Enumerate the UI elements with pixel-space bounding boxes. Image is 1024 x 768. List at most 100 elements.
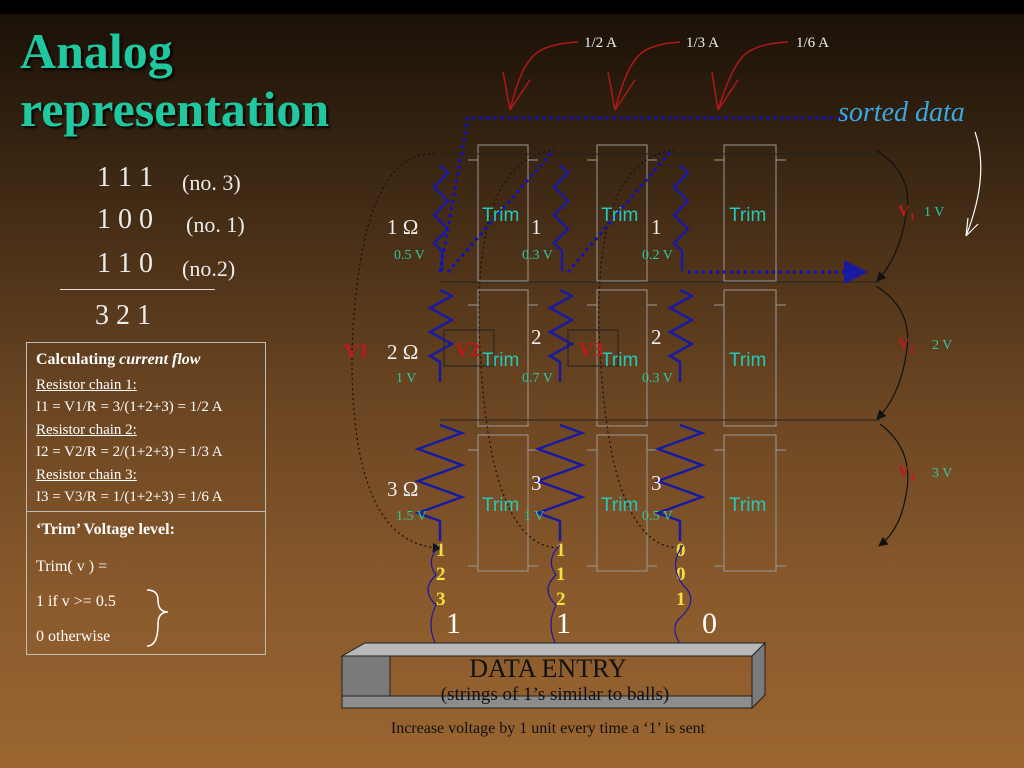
- slide-title: Analog representation: [20, 22, 329, 138]
- resistor-chains: [414, 164, 706, 541]
- chain-1-r3: 3 Ω: [387, 477, 418, 501]
- row-voltage-v2-name: V2: [898, 336, 916, 356]
- trim-label-2-2: Trim: [601, 350, 638, 371]
- ball-1-1: 1: [436, 540, 446, 561]
- resistor-1-3: [414, 423, 466, 541]
- row-brackets: [875, 149, 909, 547]
- row-voltage-v1-name: V1: [898, 203, 915, 223]
- ball-loops: [427, 544, 692, 651]
- bit-1: 1: [446, 607, 461, 640]
- chain-2-r1: 1: [531, 215, 542, 239]
- chain-2-v2: 0.7 V: [522, 371, 553, 386]
- trim-label-3-2: Trim: [729, 350, 766, 371]
- trim-label-3-1: Trim: [729, 205, 766, 226]
- sorted-arrow-top: [438, 116, 860, 273]
- ball-2-2: 1: [556, 564, 566, 585]
- trim-voltage-box: ‘Trim’ Voltage level: Trim( v ) = 1 if v…: [26, 511, 266, 655]
- data-entry-caption: Increase voltage by 1 unit every time a …: [391, 720, 706, 737]
- ball-3-3: 1: [676, 589, 686, 610]
- chain-2-equation: I2 = V2/R = 2/(1+2+3) = 1/3 A: [36, 444, 223, 460]
- current-arrow-1: [509, 41, 579, 111]
- row-voltage-v3-name: V3: [898, 464, 916, 484]
- title-line-2: representation: [20, 81, 330, 137]
- chain-3-v3: 0.5 V: [642, 509, 673, 524]
- binary-row-2-note: (no. 1): [186, 212, 245, 237]
- diagonal-arrow-1: [446, 149, 556, 273]
- chain-1-equation: I1 = V1/R = 3/(1+2+3) = 1/2 A: [36, 399, 223, 415]
- sum-line: [60, 289, 215, 290]
- current-label-2: 1/3 A: [686, 35, 719, 51]
- ball-3-2: 0: [676, 564, 686, 585]
- row-voltage-v1-value: 1 V: [924, 205, 944, 220]
- chain-3-r1: 1: [651, 215, 662, 239]
- row-voltage-v3-value: 3 V: [932, 466, 952, 481]
- current-flow-heading: Calculating current flow: [36, 351, 201, 368]
- trim-label-3-3: Trim: [729, 495, 766, 516]
- trim-line-2: 1 if v >= 0.5: [36, 593, 116, 610]
- current-label-3: 1/6 A: [796, 35, 829, 51]
- trim-line-1: Trim( v ) =: [36, 558, 108, 575]
- trim-heading: ‘Trim’ Voltage level:: [36, 521, 175, 538]
- chain-2-v3: 1 V: [524, 509, 544, 524]
- chain-3-v2: 0.3 V: [642, 371, 673, 386]
- data-entry-subtitle: (strings of 1’s similar to balls): [441, 684, 670, 705]
- sorting-arrows: [438, 116, 868, 284]
- trim-label-2-1: Trim: [601, 205, 638, 226]
- chain-3-equation: I3 = V3/R = 1/(1+2+3) = 1/6 A: [36, 489, 223, 505]
- bit-2: 1: [556, 607, 571, 640]
- diagonal-arrow-2: [566, 149, 674, 273]
- current-arrow-3: [717, 41, 789, 111]
- binary-row-1: 1 1 1: [97, 162, 153, 193]
- binary-row-1-note: (no. 3): [182, 170, 241, 195]
- v2-marker-box: [443, 329, 495, 367]
- ball-3-1: 0: [676, 540, 686, 561]
- chain-1-r1: 1 Ω: [387, 215, 418, 239]
- trim-label-1-3: Trim: [482, 495, 519, 516]
- current-arrow-2: [614, 41, 681, 111]
- sorted-down-arrow: [965, 131, 982, 237]
- chain-label-v3: V3: [579, 339, 603, 361]
- chain-2-r3: 3: [531, 471, 542, 495]
- chain-2-v1: 0.3 V: [522, 248, 553, 263]
- current-label-1: 1/2 A: [584, 35, 617, 51]
- resistor-3-1: [672, 164, 690, 271]
- current-arrows: [502, 41, 789, 111]
- data-entry-trough: [340, 641, 767, 710]
- ball-2-1: 1: [556, 540, 566, 561]
- chain-3-label: Resistor chain 3:: [36, 467, 137, 483]
- resistor-2-3: [534, 423, 586, 541]
- dotted-connectors: [351, 149, 681, 553]
- v3-marker-box: [567, 329, 619, 367]
- row-voltage-v2-value: 2 V: [932, 338, 952, 353]
- brace-icon: [146, 589, 169, 647]
- trim-label-2-3: Trim: [601, 495, 638, 516]
- binary-sum: 3 2 1: [95, 300, 151, 331]
- chain-3-v1: 0.2 V: [642, 248, 673, 263]
- chain-1-v1: 0.5 V: [394, 248, 425, 263]
- chain-2-r2: 2: [531, 325, 542, 349]
- resistor-1-2: [427, 288, 455, 382]
- binary-row-2: 1 0 0: [97, 204, 153, 235]
- chain-label-v1: V1: [344, 340, 368, 362]
- data-entry-title: DATA ENTRY: [469, 654, 627, 683]
- chain-3-r2: 2: [651, 325, 662, 349]
- trim-label-1-2: Trim: [482, 350, 519, 371]
- resistor-3-2: [667, 288, 695, 382]
- resistor-2-2: [547, 288, 575, 382]
- chain-label-v2: V2: [455, 339, 479, 361]
- title-line-1: Analog: [20, 23, 173, 79]
- resistor-1-1: [432, 164, 450, 271]
- ball-1-3: 3: [436, 589, 446, 610]
- trim-line-3: 0 otherwise: [36, 628, 111, 645]
- bit-3: 0: [702, 607, 717, 640]
- chain-1-label: Resistor chain 1:: [36, 377, 137, 393]
- ball-2-3: 2: [556, 589, 566, 610]
- trim-label-1-1: Trim: [482, 205, 519, 226]
- resistor-2-1: [552, 164, 570, 271]
- current-flow-box: Calculating current flow Resistor chain …: [26, 342, 266, 512]
- chain-1-r2: 2 Ω: [387, 340, 418, 364]
- resistor-3-3: [654, 423, 706, 541]
- ball-1-2: 2: [436, 564, 446, 585]
